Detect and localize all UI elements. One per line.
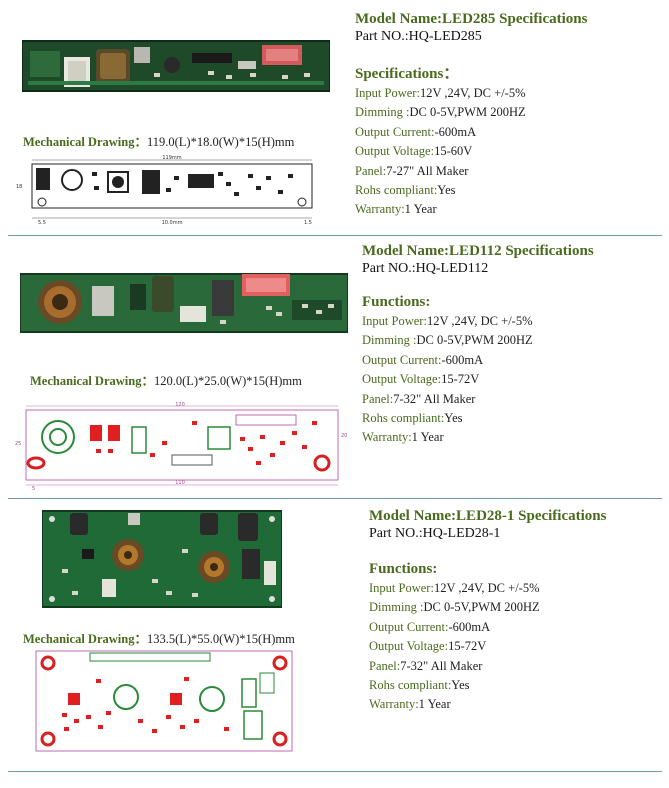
spec-row: Input Power:12V ,24V, DC +/-5% [355, 86, 526, 100]
spec-row: Output Current:-600mA [362, 352, 484, 367]
spec-row: Rohs compliant:Yes [369, 678, 470, 693]
spec-row: Panel:7-32" All Maker [369, 658, 483, 673]
drawing-dim-length: 119mm [162, 155, 181, 161]
section-divider [8, 498, 662, 499]
part-number: Part NO.:HQ-LED28-1 [369, 526, 501, 541]
mechanical-drawing-text: Mechanical Drawing：133.5(L)*55.0(W)*15(H… [23, 628, 295, 647]
spec-row: Warranty:1 Year [355, 202, 437, 217]
model-name: Model Name:LED112 Specifications [362, 243, 594, 259]
mechanical-drawing-label: Mechanical Drawing： [30, 374, 154, 388]
mechanical-drawing-led112: 120 25 20 110 5 [15, 402, 347, 491]
mechanical-drawing-value: 120.0(L)*25.0(W)*15(H)mm [153, 374, 302, 388]
pcb-photo-led28-1 [42, 510, 282, 608]
spec-row: Output Voltage:15-60V [355, 144, 473, 159]
drawing-dim-right: 20 [341, 433, 347, 439]
drawing-dim-right: 1.5 [304, 220, 312, 226]
spec-row: Dimming :DC 0-5V,PWM 200HZ [355, 105, 526, 120]
product-section-led28-1: Mechanical Drawing：133.5(L)*55.0(W)*15(H… [0, 499, 669, 771]
spec-row: Warranty:1 Year [369, 697, 451, 712]
drawing-dim-width: 18 [16, 184, 22, 190]
mechanical-drawing-label: Mechanical Drawing： [23, 135, 147, 149]
spec-heading: Functions: [369, 561, 438, 577]
mechanical-drawing-text: Mechanical Drawing：119.0(L)*18.0(W)*15(H… [23, 131, 294, 150]
drawing-dim-left: 5.5 [38, 220, 46, 226]
drawing-dim-width: 25 [15, 441, 21, 447]
model-name: Model Name:LED28-1 Specifications [369, 508, 607, 524]
mechanical-drawing-led285: 119mm 18 5.5 10.0mm 1.5 [16, 155, 313, 226]
spec-row: Output Current:-600mA [355, 124, 477, 139]
spec-row: Dimming :DC 0-5V,PWM 200HZ [362, 333, 533, 348]
spec-row: Rohs compliant:Yes [362, 411, 463, 426]
spec-row: Dimming :DC 0-5V,PWM 200HZ [369, 600, 540, 615]
spec-heading: Specifications： [355, 66, 459, 82]
spec-heading: Functions: [362, 294, 431, 310]
mechanical-drawing-label: Mechanical Drawing： [23, 632, 147, 646]
spec-row: Input Power:12V ,24V, DC +/-5% [362, 314, 533, 328]
spec-row: Output Voltage:15-72V [362, 372, 480, 387]
mechanical-drawing-led28-1 [35, 650, 293, 752]
spec-row: Rohs compliant:Yes [355, 183, 456, 198]
spec-column-led285: Model Name:LED285 Specifications Part NO… [355, 10, 587, 220]
pcb-photo-led112 [20, 273, 348, 333]
section-divider [8, 235, 662, 236]
drawing-dim-small: 5 [32, 486, 35, 491]
part-number: Part NO.:HQ-LED285 [355, 29, 482, 44]
spec-row: Panel:7-32" All Maker [362, 391, 476, 406]
spec-row: Input Power:12V ,24V, DC +/-5% [369, 581, 540, 595]
mechanical-drawing-value: 119.0(L)*18.0(W)*15(H)mm [146, 135, 295, 149]
drawing-dim-middle: 10.0mm [162, 220, 183, 226]
spec-row: Warranty:1 Year [362, 430, 444, 445]
pcb-photo-led285 [22, 40, 330, 92]
spec-row: Panel:7-27" All Maker [355, 163, 469, 178]
spec-row: Output Voltage:15-72V [369, 639, 487, 654]
section-divider [8, 771, 662, 772]
drawing-dim-bottom: 110 [175, 480, 185, 486]
spec-row: Output Current:-600mA [369, 619, 491, 634]
spec-column-led112: Model Name:LED112 Specifications Part NO… [362, 242, 594, 448]
drawing-dim-length: 120 [175, 402, 185, 408]
mechanical-drawing-value: 133.5(L)*55.0(W)*15(H)mm [146, 632, 295, 646]
product-section-led112: Mechanical Drawing：120.0(L)*25.0(W)*15(H… [0, 236, 669, 498]
model-name: Model Name:LED285 Specifications [355, 11, 588, 27]
spec-column-led28-1: Model Name:LED28-1 Specifications Part N… [369, 507, 606, 715]
mechanical-drawing-text: Mechanical Drawing：120.0(L)*25.0(W)*15(H… [30, 370, 302, 389]
product-section-led285: Mechanical Drawing：119.0(L)*18.0(W)*15(H… [0, 0, 669, 236]
part-number: Part NO.:HQ-LED112 [362, 261, 489, 276]
